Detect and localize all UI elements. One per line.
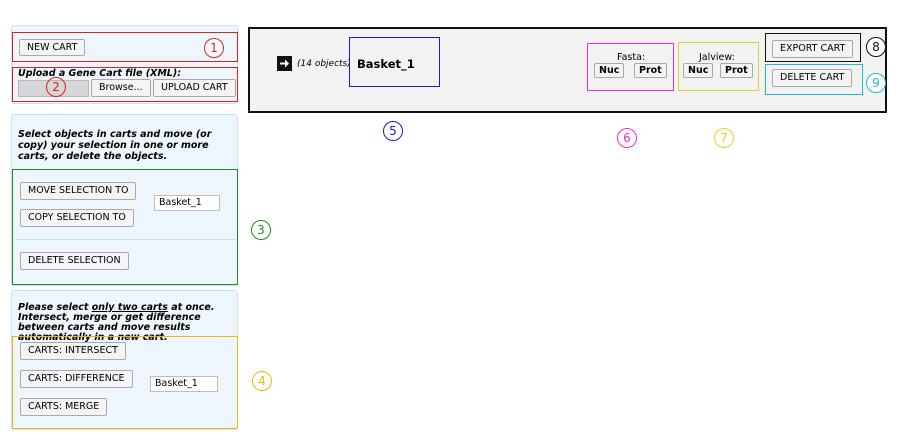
jalview-nuc-button[interactable]: Nuc xyxy=(683,63,714,78)
annotation-box-9 xyxy=(765,64,863,95)
carts-difference-button[interactable]: CARTS: DIFFERENCE xyxy=(20,370,133,388)
cart-name: Basket_1 xyxy=(357,57,415,71)
carts-target-input[interactable]: Basket_1 xyxy=(150,376,218,392)
new-cart-button[interactable]: NEW CART xyxy=(19,39,86,56)
carts-intersect-button[interactable]: CARTS: INTERSECT xyxy=(20,342,126,360)
annotation-box-6 xyxy=(587,43,674,91)
annotation-box-8 xyxy=(765,33,861,62)
carts-merge-button[interactable]: CARTS: MERGE xyxy=(20,398,108,416)
delete-cart-button[interactable]: DELETE CART xyxy=(772,69,853,87)
carts-instructions: Please select only two carts at once. In… xyxy=(18,303,238,343)
fasta-label: Fasta: xyxy=(617,52,646,63)
upload-heading: Upload a Gene Cart file (XML): xyxy=(18,68,182,79)
arrow-right-icon[interactable] xyxy=(277,56,292,71)
annotation-box-3 xyxy=(12,169,238,285)
fasta-prot-button[interactable]: Prot xyxy=(634,63,667,78)
carts-instructions-prefix: Please select xyxy=(18,302,92,313)
copy-selection-button[interactable]: COPY SELECTION TO xyxy=(20,209,134,227)
carts-instructions-suffix: at once. Intersect, merge or get differe… xyxy=(18,302,215,343)
annotation-box-1 xyxy=(12,32,238,62)
annotation-number-9: 9 xyxy=(866,73,886,93)
selection-divider xyxy=(15,239,235,240)
objects-count: (14 objects) xyxy=(297,59,351,69)
annotation-number-2: 2 xyxy=(46,77,66,97)
annotation-number-1: 1 xyxy=(204,38,224,58)
annotation-number-4: 4 xyxy=(252,371,272,391)
annotation-box-2 xyxy=(12,67,238,102)
upload-cart-button[interactable]: UPLOAD CART xyxy=(153,79,236,97)
jalview-prot-button[interactable]: Prot xyxy=(720,63,753,78)
annotation-number-3: 3 xyxy=(251,220,271,240)
fasta-nuc-button[interactable]: Nuc xyxy=(594,63,625,78)
annotation-number-7: 7 xyxy=(714,128,734,148)
jalview-label: Jalview: xyxy=(699,52,735,63)
annotation-box-7 xyxy=(678,42,759,91)
selection-instructions: Select objects in carts and move (or cop… xyxy=(18,129,212,162)
annotation-box-5 xyxy=(349,37,440,87)
browse-button[interactable]: Browse... xyxy=(91,79,151,97)
annotation-box-4 xyxy=(12,336,238,429)
annotation-number-5: 5 xyxy=(383,121,403,141)
annotation-number-6: 6 xyxy=(617,128,637,148)
export-cart-button[interactable]: EXPORT CART xyxy=(772,40,854,58)
target-cart-input[interactable]: Basket_1 xyxy=(154,195,220,211)
annotation-number-8: 8 xyxy=(866,37,886,57)
carts-instructions-underlined: only two carts xyxy=(91,302,168,313)
delete-selection-button[interactable]: DELETE SELECTION xyxy=(20,252,129,270)
move-selection-button[interactable]: MOVE SELECTION TO xyxy=(20,182,137,200)
